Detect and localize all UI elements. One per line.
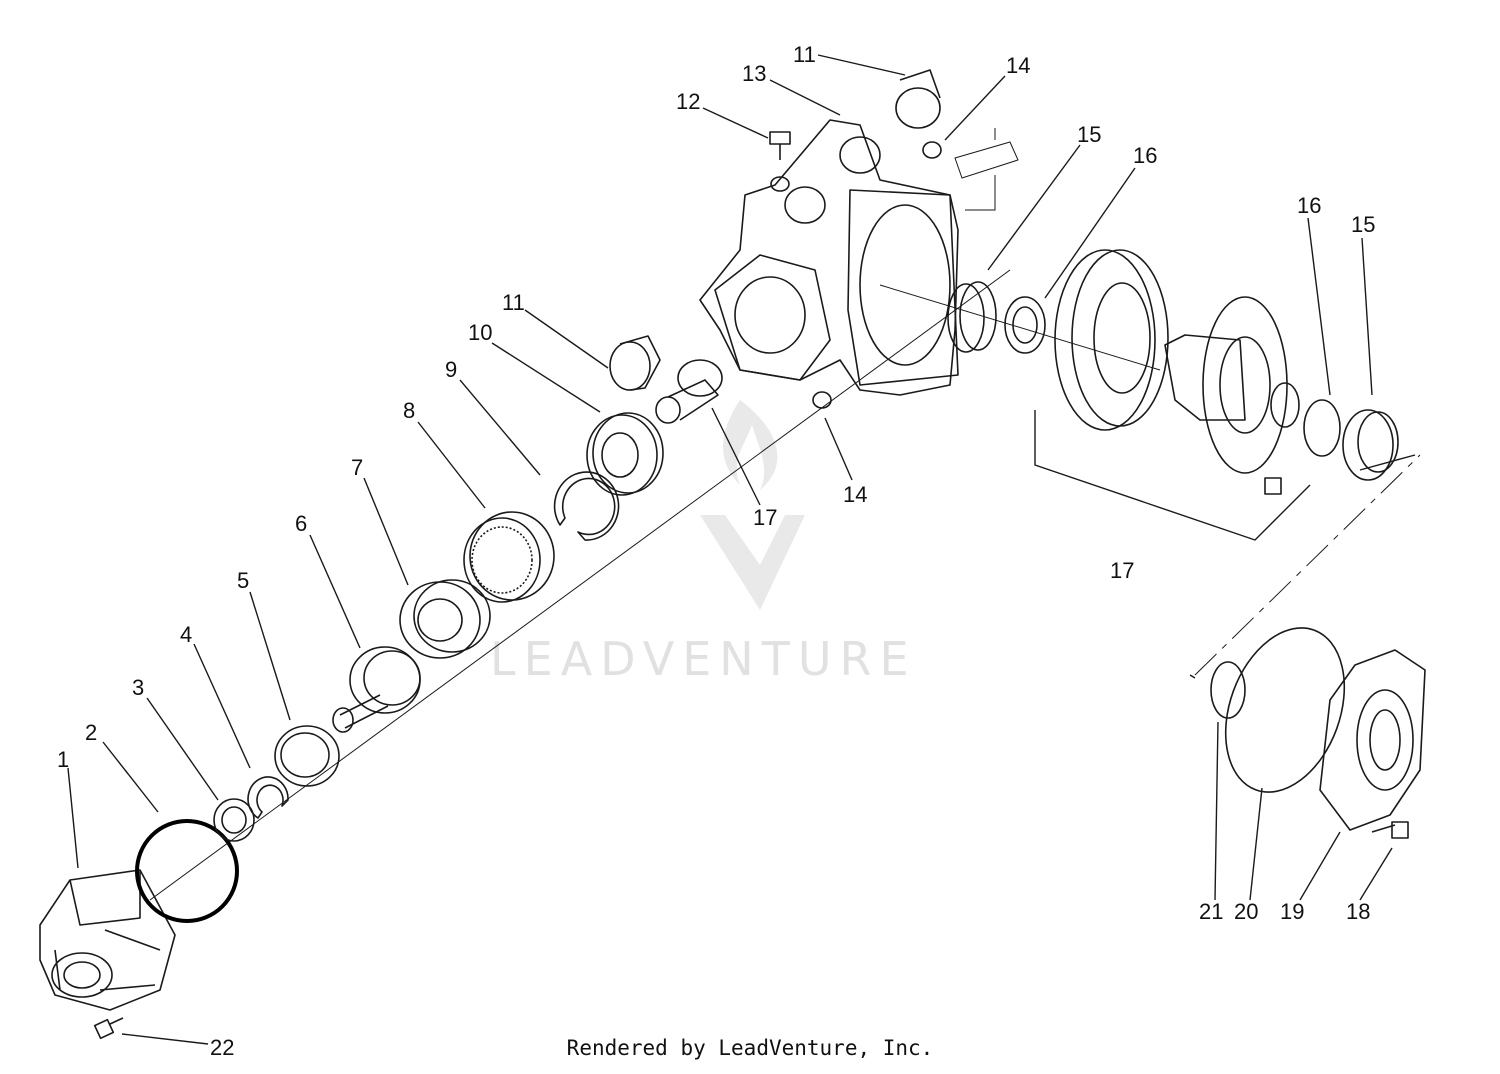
part-shaft [655, 359, 723, 424]
part-plug-lower [812, 391, 832, 409]
part-screw [93, 1017, 124, 1040]
part-bearing-cone-left [1004, 296, 1046, 354]
callout-6: 6 [295, 511, 307, 536]
part-bushing-upper [895, 69, 941, 129]
part-gasket [1224, 627, 1346, 793]
callout-19: 19 [1280, 899, 1304, 924]
callout-1: 1 [57, 747, 69, 772]
callout-5: 5 [237, 568, 249, 593]
callout-18: 18 [1346, 899, 1370, 924]
part-snap-ring [247, 776, 289, 819]
part-side-cover [1319, 649, 1426, 831]
part-bearing-cup-right [1342, 409, 1399, 481]
callout-labels: 1 2 3 4 5 6 7 8 9 10 11 11 12 13 14 14 1… [57, 42, 1375, 1060]
part-bearing-cone-right [1303, 399, 1341, 457]
part-small-o-ring [1210, 661, 1246, 719]
part-decal [954, 128, 1019, 211]
credit-text: Rendered by LeadVenture, Inc. [566, 1036, 934, 1060]
callout-22: 22 [210, 1035, 234, 1060]
callout-17-diff: 17 [1110, 558, 1134, 583]
part-bearing-cup-left [947, 281, 997, 353]
part-retaining-ring [553, 471, 620, 541]
callout-3: 3 [132, 675, 144, 700]
part-plug-upper [922, 141, 942, 159]
callout-21: 21 [1199, 899, 1223, 924]
part-pinion-shaft [332, 646, 421, 733]
watermark-text: LEADVENTURE [490, 632, 917, 686]
bracket-cover [1189, 454, 1416, 679]
callout-11-upper: 11 [793, 42, 816, 67]
part-differential-assembly [1054, 249, 1300, 495]
callout-14-lower: 14 [843, 482, 867, 507]
callout-10: 10 [468, 320, 492, 345]
callout-15-right: 15 [1351, 212, 1375, 237]
part-ball-bearing [586, 412, 664, 496]
callout-4: 4 [180, 622, 192, 647]
callout-9: 9 [445, 357, 457, 382]
part-bolt [1371, 821, 1409, 839]
part-needle-bearing [463, 511, 555, 603]
part-fitting [769, 131, 791, 192]
callout-13: 13 [742, 61, 766, 86]
part-seal [213, 798, 255, 842]
callout-12: 12 [676, 89, 700, 114]
callout-2: 2 [85, 720, 97, 745]
callout-16-left: 16 [1133, 143, 1157, 168]
callout-20: 20 [1234, 899, 1258, 924]
part-bushing-lower [609, 335, 661, 391]
part-end-cover [39, 869, 176, 1011]
callout-16-right: 16 [1297, 193, 1321, 218]
part-bearing-cup [399, 579, 491, 659]
part-o-ring [135, 819, 239, 923]
callout-11-lower: 11 [502, 290, 525, 315]
leader-lines [67, 54, 1393, 1045]
watermark: LEADVENTURE [490, 400, 917, 686]
bracket-differential [1034, 410, 1311, 541]
callout-14-upper: 14 [1006, 53, 1030, 78]
callout-7: 7 [351, 455, 363, 480]
callout-8: 8 [403, 398, 415, 423]
callout-17-shaft: 17 [753, 505, 777, 530]
part-main-housing [699, 119, 959, 396]
callout-15-left: 15 [1077, 122, 1101, 147]
part-washer [274, 725, 340, 787]
